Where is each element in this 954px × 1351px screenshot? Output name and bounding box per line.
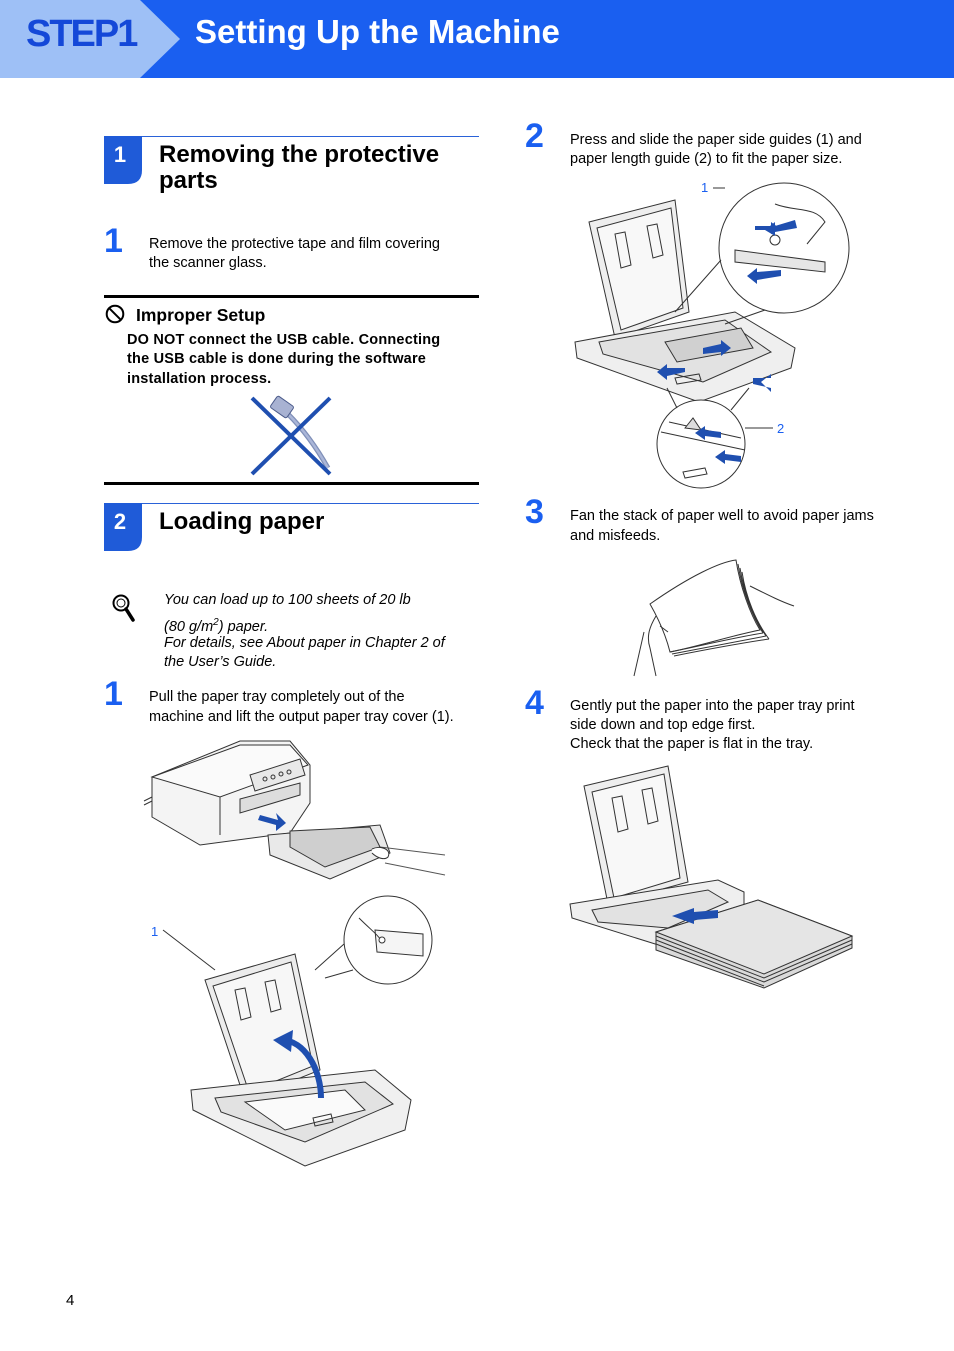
s1-step1-line1: Remove the protective tape and film cove… (149, 236, 440, 252)
section2-badge (104, 503, 142, 551)
section1-title-line1: Removing the protective (159, 141, 440, 168)
r-step3-number: 3 (525, 493, 544, 531)
section2-number: 2 (113, 509, 127, 534)
warning-line2: the USB cable is done during the softwar… (127, 351, 427, 367)
note-line3: For details, see About paper in Chapter … (164, 635, 445, 651)
note-line2: (80 g/m2) paper. (164, 617, 269, 635)
warning-top-rule (104, 295, 479, 298)
r-step2-line1: Press and slide the paper side guides (1… (570, 132, 862, 148)
page-number: 4 (66, 1292, 75, 1309)
warning-line1: DO NOT connect the USB cable. Connecting (127, 332, 441, 348)
section2-title: Loading paper (159, 508, 325, 535)
s1-step1-number: 1 (104, 222, 123, 260)
r-step4-line2: side down and top edge first. (570, 717, 756, 733)
s1-step1-line2: the scanner glass. (149, 255, 267, 271)
callout-1-side-guides: 1 (701, 180, 709, 195)
note-line4: the User’s Guide. (164, 654, 277, 670)
r-step4-line1: Gently put the paper into the paper tray… (570, 698, 855, 714)
section1-title-line2: parts (159, 167, 218, 194)
usb-cable-crossed-illustration (250, 395, 332, 476)
paper-guides-illustration (574, 182, 850, 489)
tray-cover-lift-illustration (162, 895, 433, 1167)
s2-step1-number: 1 (104, 675, 123, 713)
r-step3-line1: Fan the stack of paper well to avoid pap… (570, 508, 874, 524)
fan-paper-illustration (633, 559, 795, 677)
magnifier-icon (112, 594, 135, 622)
section2-rule (104, 503, 479, 504)
callout-1-tray-cover: 1 (151, 924, 159, 939)
warning-title: Improper Setup (136, 305, 266, 325)
prohibited-icon (105, 304, 125, 324)
warning-line3: installation process. (127, 371, 272, 387)
load-paper-illustration (569, 765, 854, 989)
section1-badge (104, 136, 142, 184)
callout-2-length-guide: 2 (777, 421, 785, 436)
step-label: STEP1 (26, 13, 138, 55)
section1-number: 1 (113, 142, 127, 167)
step-chevron (0, 0, 180, 78)
r-step4-number: 4 (525, 684, 544, 722)
r-step2-number: 2 (525, 117, 544, 155)
printer-tray-removal-illustration (143, 740, 446, 880)
r-step3-line2: and misfeeds. (570, 528, 661, 544)
page-title: Setting Up the Machine (195, 13, 560, 50)
r-step2-line2: paper length guide (2) to fit the paper … (570, 151, 843, 167)
note-line1: You can load up to 100 sheets of 20 lb (164, 592, 411, 608)
section1-rule (104, 136, 479, 137)
warning-bottom-rule (104, 482, 479, 485)
s2-step1-line2: machine and lift the output paper tray c… (149, 709, 454, 725)
s2-step1-line1: Pull the paper tray completely out of th… (149, 689, 405, 705)
r-step4-line3: Check that the paper is flat in the tray… (570, 736, 814, 752)
